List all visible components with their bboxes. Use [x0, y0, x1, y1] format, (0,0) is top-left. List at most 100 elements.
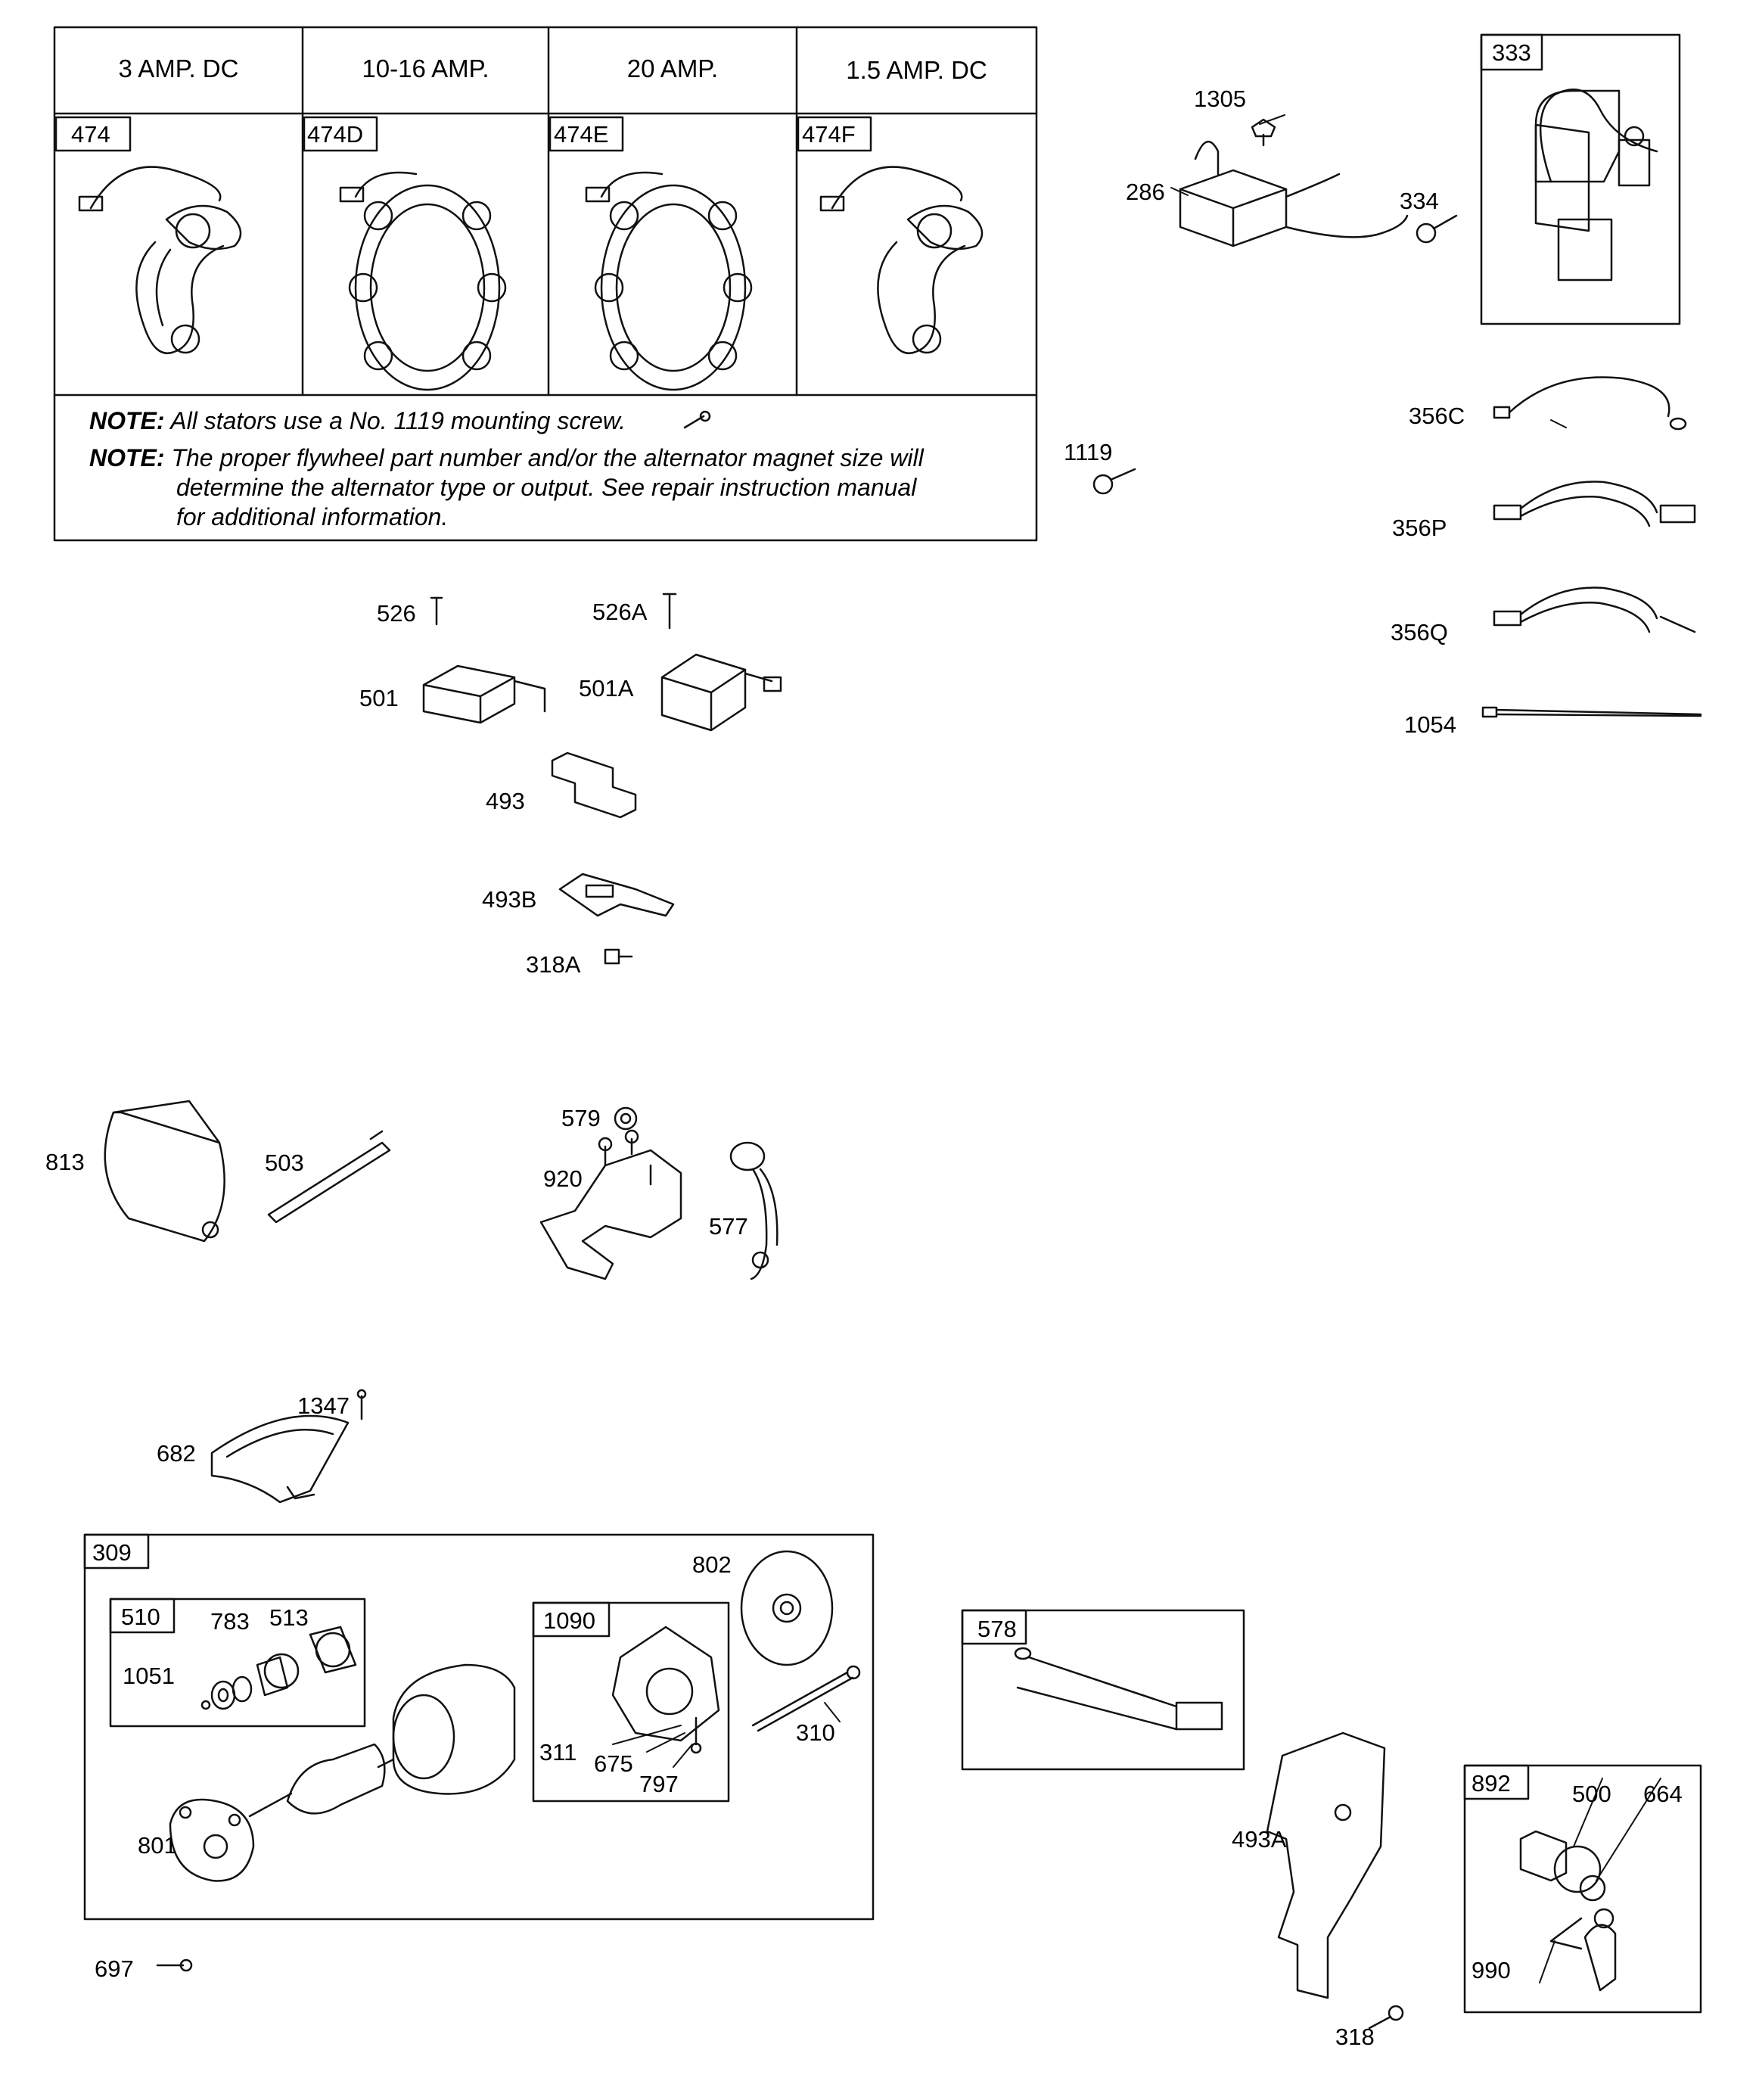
part-1305-drawing [1251, 118, 1276, 147]
header-10-16-amp: 10-16 AMP. [362, 54, 489, 82]
part-501a-label: 501A [579, 675, 634, 702]
stator-474f-drawing [819, 166, 984, 354]
starter-309-box [83, 1533, 875, 1921]
part-697-drawing [156, 1958, 193, 1972]
part-493-drawing [551, 751, 637, 819]
part-493a-label: 493A [1232, 1826, 1287, 1853]
key-switch-892-box [1463, 1764, 1702, 2014]
note-1-text: All stators use a No. 1119 mounting scre… [170, 407, 626, 434]
part-356q-label: 356Q [1391, 619, 1448, 646]
starter-drive-drawing [200, 1626, 357, 1710]
note-2-key: NOTE: [89, 444, 165, 471]
part-682-label: 682 [157, 1440, 196, 1467]
part-309-label: 309 [92, 1539, 132, 1566]
part-318-drawing [1368, 2005, 1404, 2030]
note-screw-icon [683, 410, 711, 429]
part-1119-drawing [1092, 468, 1136, 495]
part-813-drawing [104, 1100, 225, 1243]
part-474-label: 474 [71, 121, 110, 148]
part-493b-label: 493B [482, 886, 537, 913]
part-578-label: 578 [977, 1616, 1017, 1642]
part-503-label: 503 [265, 1150, 304, 1176]
part-1051-label: 1051 [123, 1663, 175, 1689]
part-286-label: 286 [1126, 179, 1165, 205]
part-526-label: 526 [377, 600, 416, 627]
part-920-drawing [539, 1129, 682, 1280]
part-579-label: 579 [561, 1105, 601, 1131]
end-plate-802-drawing [740, 1550, 834, 1666]
wire-harness-578-box [961, 1609, 1245, 1771]
part-990-label: 990 [1472, 1957, 1511, 1983]
header-1-5-amp-dc: 1.5 AMP. DC [846, 56, 987, 84]
part-356c-drawing [1493, 376, 1687, 431]
part-1054-drawing [1481, 706, 1702, 718]
part-474d-label: 474D [307, 121, 364, 148]
stator-474e-drawing [585, 171, 753, 391]
part-334-drawing [1416, 214, 1458, 244]
part-493b-drawing [558, 873, 675, 917]
note-1: NOTE: All stators use a No. 1119 mountin… [89, 409, 626, 433]
part-783-label: 783 [210, 1608, 250, 1635]
part-1119-label: 1119 [1064, 439, 1113, 465]
part-474e-label: 474E [554, 121, 609, 148]
part-510-label: 510 [121, 1604, 160, 1630]
note-2: NOTE: The proper flywheel part number an… [89, 446, 924, 470]
thru-bolt-310-drawing [751, 1665, 861, 1732]
part-920-label: 920 [543, 1165, 583, 1192]
part-501-drawing [422, 664, 546, 724]
brush-plate-1090-drawing [611, 1626, 720, 1754]
part-318-label: 318 [1335, 2024, 1375, 2050]
leader-lines [612, 114, 1661, 1983]
part-577-drawing [729, 1141, 778, 1280]
part-1054-label: 1054 [1404, 711, 1456, 738]
part-801-label: 801 [138, 1832, 177, 1859]
starter-housing-drawing [392, 1663, 516, 1795]
part-318a-label: 318A [526, 951, 581, 978]
note-2-line-1: The proper flywheel part number and/or t… [171, 444, 924, 471]
part-513-label: 513 [269, 1604, 309, 1631]
starter-endcap-801-drawing [169, 1798, 255, 1882]
part-501-label: 501 [359, 685, 399, 711]
part-310-label: 310 [796, 1719, 835, 1746]
part-1090-label: 1090 [543, 1607, 595, 1634]
part-286-drawing [1179, 141, 1409, 247]
part-1305-label: 1305 [1194, 86, 1246, 112]
part-1347-label: 1347 [297, 1392, 350, 1419]
part-356q-drawing [1493, 586, 1696, 633]
header-3amp-dc: 3 AMP. DC [118, 54, 239, 82]
part-493-label: 493 [486, 788, 525, 814]
part-682-drawing [210, 1414, 350, 1504]
part-501a-drawing [660, 653, 782, 732]
part-334-label: 334 [1400, 188, 1439, 214]
part-356p-label: 356P [1392, 515, 1447, 541]
part-493a-drawing [1266, 1731, 1386, 1999]
part-311-label: 311 [539, 1739, 577, 1766]
part-474f-label: 474F [802, 121, 856, 148]
part-503-drawing [267, 1130, 391, 1224]
note-2-line-2: determine the alternator type or output.… [176, 474, 917, 501]
part-697-label: 697 [95, 1955, 134, 1982]
part-526a-label: 526A [592, 599, 648, 625]
part-318a-drawing [604, 948, 633, 965]
part-577-label: 577 [709, 1213, 748, 1240]
part-813-label: 813 [45, 1149, 85, 1175]
header-20-amp: 20 AMP. [626, 54, 719, 82]
note-1-key: NOTE: [89, 407, 165, 434]
part-356p-drawing [1493, 481, 1696, 527]
stator-table-frame [53, 26, 1038, 542]
stator-474d-drawing [339, 171, 507, 391]
part-802-label: 802 [692, 1551, 732, 1578]
part-500-label: 500 [1572, 1781, 1611, 1807]
part-675-label: 675 [594, 1750, 633, 1777]
part-333-box [1480, 33, 1681, 325]
part-526a-drawing [662, 593, 677, 630]
part-1347-drawing [356, 1389, 367, 1420]
starter-armature-drawing [248, 1743, 395, 1818]
part-579-drawing [614, 1106, 638, 1131]
part-356c-label: 356C [1409, 403, 1465, 429]
part-892-label: 892 [1472, 1770, 1511, 1797]
stator-474-drawing [78, 166, 242, 354]
part-333-label: 333 [1492, 39, 1531, 66]
note-2-line-3: for additional information. [176, 503, 449, 530]
part-664-label: 664 [1643, 1781, 1683, 1807]
